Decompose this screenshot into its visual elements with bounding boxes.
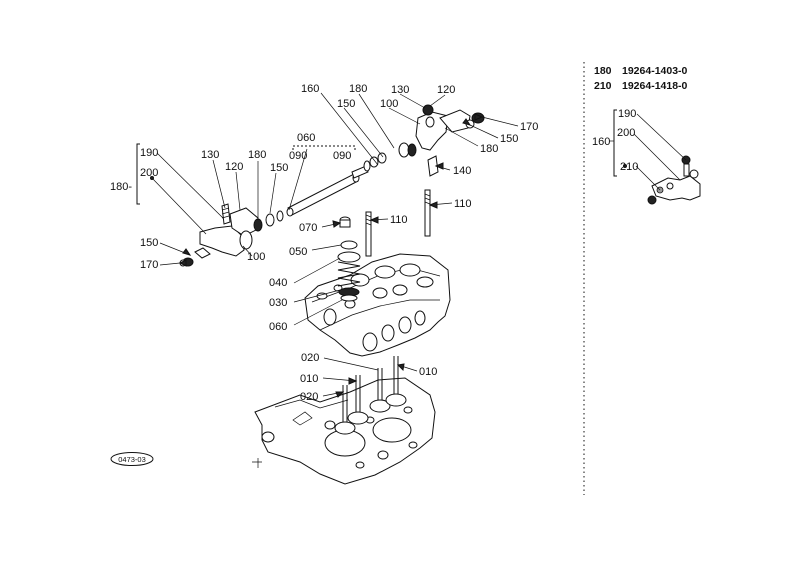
label-190-inset: 190 <box>618 108 636 120</box>
label-100-top: 100 <box>380 98 398 110</box>
label-030: 030 <box>269 297 287 309</box>
label-110-right: 110 <box>454 198 472 210</box>
ref-part-1: 180 <box>594 65 612 77</box>
label-170-left: 170 <box>140 259 158 271</box>
part-labels: 190 200 180- 130 120 180 150 150 170 100… <box>110 83 638 403</box>
label-040: 040 <box>269 277 287 289</box>
label-180-group: 180- <box>110 181 132 193</box>
label-070: 070 <box>299 222 317 234</box>
valves <box>334 356 407 435</box>
ref-number-1: 19264-1403-0 <box>622 65 688 77</box>
inset-rocker-assembly <box>647 155 701 205</box>
left-rocker-assembly <box>179 203 284 267</box>
label-010-right: 010 <box>419 366 437 378</box>
label-060-top: 060 <box>297 132 315 144</box>
label-150-top: 150 <box>337 98 355 110</box>
label-180-right: 180 <box>480 143 498 155</box>
label-130-left: 130 <box>201 149 219 161</box>
cylinder-head <box>304 253 451 357</box>
label-020-upper: 020 <box>301 352 319 364</box>
push-rods <box>365 189 431 257</box>
label-200-inset: 200 <box>617 127 635 139</box>
label-090-right: 090 <box>333 150 351 162</box>
leader-arrows <box>150 113 627 398</box>
leader-lines <box>151 92 687 397</box>
label-110-mid: 110 <box>390 214 408 226</box>
label-120-top: 120 <box>437 84 455 96</box>
label-150-left: 150 <box>140 237 158 249</box>
label-140: 140 <box>453 165 471 177</box>
label-020-lower: 020 <box>300 391 318 403</box>
label-160-inset: 160 <box>592 136 610 148</box>
label-060-lower: 060 <box>269 321 287 333</box>
label-200-left: 200 <box>140 167 158 179</box>
label-190-left: 190 <box>140 147 158 159</box>
label-180-top: 180 <box>349 83 367 95</box>
figure-code-badge: 0473-03 <box>110 452 154 466</box>
rocker-shaft <box>286 165 369 217</box>
label-130-top: 130 <box>391 84 409 96</box>
label-100-left: 100 <box>247 251 265 263</box>
label-160-top: 160 <box>301 83 319 95</box>
label-210-inset: 210 <box>620 161 638 173</box>
label-150-left-top: 150 <box>270 162 288 174</box>
right-rocker-assembly <box>363 104 485 177</box>
group-brackets <box>136 109 617 205</box>
reference-table: 180 19264-1403-0 210 19264-1418-0 <box>594 65 688 92</box>
label-010-left: 010 <box>300 373 318 385</box>
label-050: 050 <box>289 246 307 258</box>
label-090-left: 090 <box>289 150 307 162</box>
ref-part-2: 210 <box>594 80 612 92</box>
label-150-right: 150 <box>500 133 518 145</box>
label-170-top: 170 <box>520 121 538 133</box>
ref-number-2: 19264-1418-0 <box>622 80 688 92</box>
label-180-left: 180 <box>248 149 266 161</box>
label-120-left: 120 <box>225 161 243 173</box>
figure-code: 0473-03 <box>118 455 146 464</box>
